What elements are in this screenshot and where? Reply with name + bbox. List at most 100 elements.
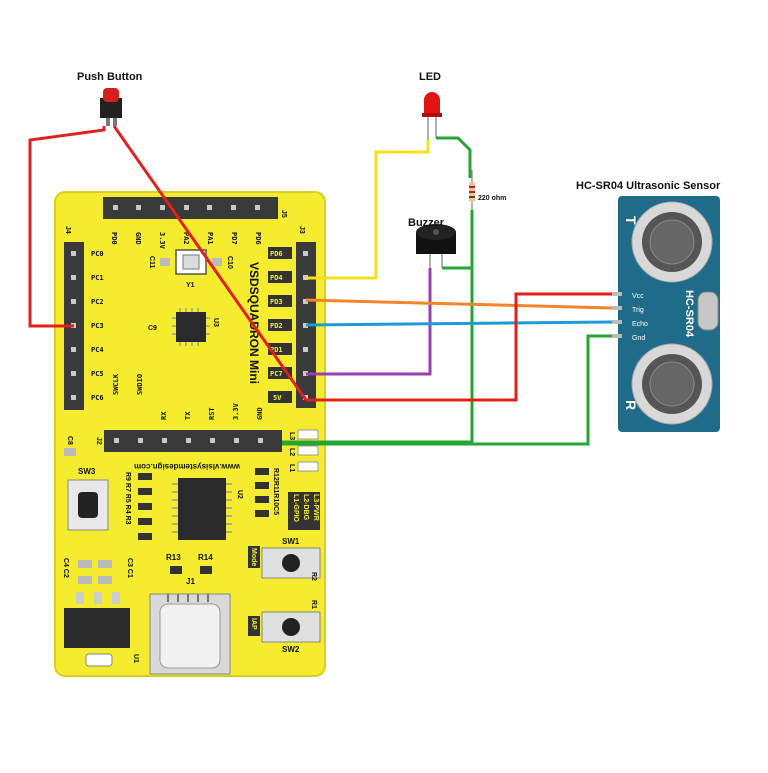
iap-label: IAP — [250, 618, 257, 630]
push-button-label: Push Button — [77, 71, 143, 83]
sw1-mode-button: Mode SW1 R2 — [248, 537, 321, 581]
r-left-labels: R9 R7 R5 R4 R3 — [124, 472, 131, 525]
left-pin-2: PC2 — [91, 298, 104, 306]
receiver-r — [631, 343, 713, 425]
wire-orange-trig-pd3 — [305, 298, 613, 310]
wire-green-led-resistor — [436, 136, 472, 178]
j5-label: J5 — [280, 210, 287, 218]
wire-green-resistor-gnd — [282, 210, 474, 444]
y1-label: Y1 — [186, 282, 195, 289]
left-pin-4: PC4 — [91, 346, 104, 354]
pin-vcc: Vcc — [632, 293, 644, 300]
wire-red-button-pc3 — [28, 126, 106, 328]
header-j4: J4 — [64, 226, 84, 410]
bottom-pin-5: 3.3V — [232, 402, 240, 420]
r13-label: R13 — [166, 553, 181, 562]
resistor-label: 220 ohm — [478, 195, 506, 202]
led-label-1: L2-DBG — [302, 494, 309, 521]
sw2-iap-button: IAP SW2 R1 — [248, 600, 321, 654]
right-pin-0: PD6 — [270, 250, 283, 258]
top-pin-6: PD6 — [254, 232, 262, 245]
sensor-r: R — [623, 400, 639, 410]
pin-trig: Trig — [632, 307, 644, 314]
status-leds: L3 L2 L1 — [288, 429, 319, 472]
right-pin-2: PD3 — [270, 298, 283, 306]
j2-label: J2 — [95, 437, 102, 445]
header-j2: J2 — [95, 430, 282, 452]
wires — [28, 125, 613, 446]
r-right-labels: R12R11R10C5 — [272, 468, 279, 515]
sensor-model: HC-SR04 — [683, 290, 695, 338]
sw3-label: SW3 — [78, 467, 96, 476]
right-pin-labels: PD6 PD4 PD3 PD2 PD1 PC7 5V — [268, 247, 292, 403]
wire-red-button-5v — [112, 125, 308, 401]
sensor-pins: Vcc Trig Echo Gnd — [612, 292, 648, 342]
l3-label: L3 — [288, 432, 295, 440]
sw2-label: SW2 — [282, 645, 300, 654]
transmitter-t — [631, 201, 713, 283]
top-pin-4: PA1 — [206, 232, 214, 245]
mode-label: Mode — [250, 548, 257, 566]
chip-u3: U3 — [172, 308, 219, 346]
r2-label: R2 — [310, 572, 317, 581]
left-pin-labels: PC0 PC1 PC2 PC3 PC4 PC5 PC6 — [91, 250, 104, 402]
top-pin-5: PD7 — [230, 232, 238, 245]
j4-label: J4 — [64, 226, 71, 234]
bottom-pin-1: SWDIO — [136, 374, 144, 395]
right-pin-3: PD2 — [270, 322, 283, 330]
left-pin-6: PC6 — [91, 394, 104, 402]
u1-label: U1 — [132, 654, 139, 663]
j1-label: J1 — [186, 577, 195, 586]
c3c1-label: C3 C1 — [126, 558, 133, 578]
regulator-u1: U1 — [64, 592, 139, 667]
u3-label: U3 — [212, 318, 219, 327]
right-pin-4: PD1 — [270, 346, 283, 354]
led-component — [422, 92, 442, 140]
r14-label: R14 — [198, 553, 213, 562]
wire-green-gnd — [282, 334, 612, 446]
vsdsquadron-board: J5 PD0 GND 3.3V PA2 PA1 PD7 PD6 J4 PC0 P… — [54, 191, 326, 677]
sw1-label: SW1 — [282, 537, 300, 546]
left-pin-1: PC1 — [91, 274, 104, 282]
top-pin-0: PD0 — [110, 232, 118, 245]
pin-gnd: Gnd — [632, 335, 645, 342]
top-pin-2: 3.3V — [158, 232, 166, 250]
left-pin-5: PC5 — [91, 370, 104, 378]
right-pin-6: 5V — [273, 394, 282, 402]
u2-label: U2 — [236, 490, 243, 499]
buzzer-label: Buzzer — [408, 217, 445, 229]
c11-label: C11 — [148, 256, 155, 269]
left-pin-0: PC0 — [91, 250, 104, 258]
push-button — [100, 88, 122, 126]
led-label-box: L1-GPIO L2-DBG L3-PWR — [288, 492, 320, 530]
resistor-220 — [469, 170, 475, 210]
resistor-array-right: R12R11R10C5 — [255, 468, 279, 517]
top-pin-1: GND — [134, 232, 142, 245]
wire-red-vcc-5v — [306, 292, 612, 402]
right-pin-1: PD4 — [270, 274, 283, 282]
bottom-pin-6: GND — [256, 407, 264, 420]
j3-label: J3 — [298, 226, 305, 234]
bottom-pin-3: TX — [184, 411, 192, 420]
board-name: VSDSQUADRON Mini — [247, 262, 261, 384]
board-url: www.vlsisystemdesign.com — [134, 462, 241, 471]
top-pin-3: PA2 — [182, 232, 190, 245]
led-label-2: L3-PWR — [312, 494, 319, 521]
l2-label: L2 — [288, 448, 295, 456]
top-pin-labels: PD0 GND 3.3V PA2 PA1 PD7 PD6 — [110, 232, 262, 250]
c8-label: C8 — [66, 436, 73, 445]
c9-label: C9 — [148, 325, 157, 332]
wire-yellow-led-pd4 — [306, 140, 430, 280]
bottom-pin-2: RX — [160, 411, 168, 420]
c4c2-label: C4 C2 — [62, 558, 69, 578]
bottom-pin-4: RST — [208, 407, 216, 420]
r1-label: R1 — [310, 600, 317, 609]
sensor-t: T — [623, 216, 639, 225]
bottom-pin-0: SWCLK — [112, 373, 120, 395]
left-pin-3: PC3 — [91, 322, 104, 330]
led-label: LED — [419, 71, 441, 83]
resistor-array-left: R9 R7 R5 R4 R3 — [124, 472, 152, 540]
wire-blue-echo-pd2 — [305, 320, 613, 327]
header-j5: J5 — [103, 197, 287, 219]
